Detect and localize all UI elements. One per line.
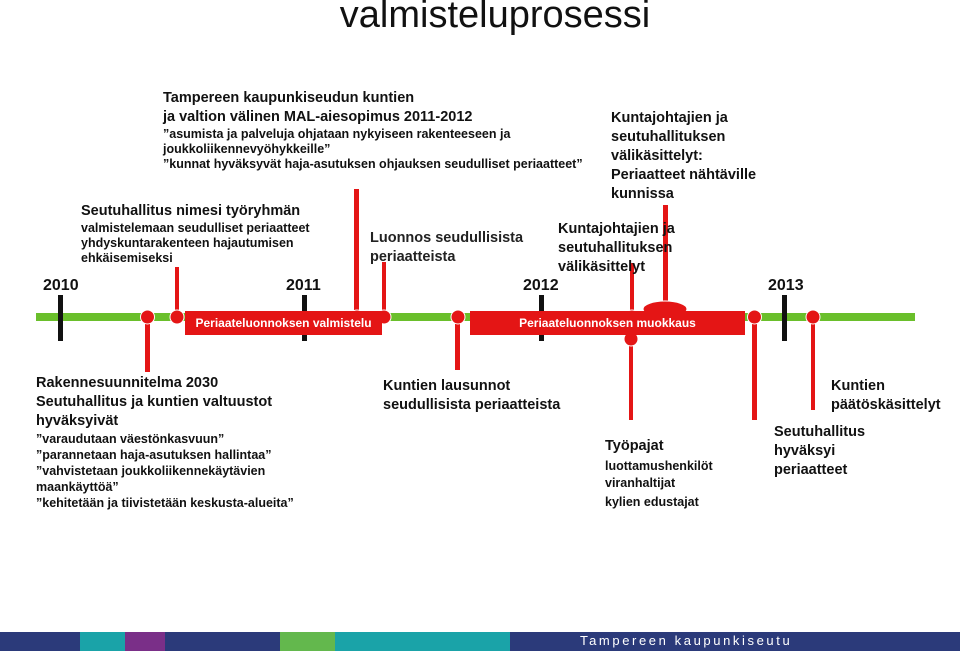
tyopajat-heading: Työpajat bbox=[605, 438, 664, 454]
kunta2-line-1: Kuntajohtajien ja bbox=[611, 110, 728, 126]
rakenne-line-5: ”kehitetään ja tiivistetään keskusta-alu… bbox=[36, 496, 294, 510]
rakenne-line-1: ”varaudutaan väestönkasvuun” bbox=[36, 432, 225, 446]
paatos-block: Kuntien päätöskäsittelyt bbox=[831, 377, 941, 415]
year-label-2013: 2013 bbox=[768, 277, 804, 294]
rakenne-line-3: ”vahvistetaan joukkoliikennekäytävien bbox=[36, 464, 266, 478]
stem-mal bbox=[354, 189, 359, 314]
stem-tyopajat bbox=[629, 340, 633, 420]
mal-heading-2: ja valtion välinen MAL-aiesopimus 2011-2… bbox=[163, 109, 473, 125]
rakenne-heading-1: Rakennesuunnitelma 2030 bbox=[36, 375, 219, 391]
mal-line-1: ”asumista ja palveluja ohjataan nykyisee… bbox=[163, 127, 511, 141]
year-label-2012: 2012 bbox=[523, 277, 559, 294]
kunta2-line-3: välikäsittelyt: bbox=[611, 148, 703, 164]
kunta1-line-3: välikäsittelyt bbox=[558, 259, 646, 275]
tyoryhma-block: Seutuhallitus nimesi työryhmän valmistel… bbox=[81, 202, 310, 266]
tyopajat-line-3: kylien edustajat bbox=[605, 495, 699, 509]
kunta1-line-1: Kuntajohtajien ja bbox=[558, 221, 675, 237]
footer-seg-teal-1 bbox=[80, 632, 125, 651]
stem-paatos bbox=[811, 320, 815, 410]
footer-seg-green bbox=[280, 632, 335, 651]
tyopajat-block: Työpajat luottamushenkilöt viranhaltijat… bbox=[605, 437, 713, 512]
kunta2-line-5: kunnissa bbox=[611, 186, 674, 202]
marker-9 bbox=[747, 309, 762, 325]
stem-kunta2 bbox=[663, 205, 668, 305]
rakenne-block: Rakennesuunnitelma 2030 Seutuhallitus ja… bbox=[36, 374, 294, 511]
luonnos-line-2: periaatteista bbox=[370, 249, 456, 265]
marker-5 bbox=[450, 309, 466, 325]
stem-hyvaksyi bbox=[752, 320, 757, 420]
tyoryhma-line-2: yhdyskuntarakenteen hajautumisen bbox=[81, 236, 294, 250]
rakenne-line-2: ”parannetaan haja-asutuksen hallintaa” bbox=[36, 448, 272, 462]
year-tick-2010 bbox=[58, 295, 63, 341]
stem-kunta1 bbox=[630, 263, 634, 314]
footer-seg-navy-1 bbox=[0, 632, 80, 651]
kunta2-block: Kuntajohtajien ja seutuhallituksen välik… bbox=[611, 109, 756, 204]
tyoryhma-line-1: valmistelemaan seudulliset periaatteet bbox=[81, 221, 310, 235]
footer-seg-navy-3 bbox=[510, 632, 960, 651]
stem-tyoryhma bbox=[175, 267, 179, 314]
mal-line-3: ”kunnat hyväksyvät haja-asutuksen ohjauk… bbox=[163, 157, 583, 171]
mal-block: Tampereen kaupunkiseudun kuntien ja valt… bbox=[163, 89, 583, 172]
paatos-line-2: päätöskäsittelyt bbox=[831, 397, 941, 413]
hyvaksyi-line-3: periaatteet bbox=[774, 462, 848, 478]
tyopajat-line-2: viranhaltijat bbox=[605, 476, 676, 490]
hyvaksyi-line-1: Seutuhallitus bbox=[774, 424, 866, 440]
paatos-line-1: Kuntien bbox=[831, 378, 885, 394]
luonnos-block: Luonnos seudullisista periaatteista bbox=[370, 229, 523, 267]
footer-label: Tampereen kaupunkiseutu bbox=[580, 633, 793, 648]
marker-1 bbox=[140, 309, 155, 325]
bar-muokkaus-label: Periaateluonnoksen muokkaus bbox=[519, 316, 696, 330]
hyvaksyi-line-2: hyväksyi bbox=[774, 443, 836, 459]
year-label-2011: 2011 bbox=[286, 277, 321, 294]
page-title: valmisteluprosessi bbox=[339, 0, 651, 36]
mal-heading-1: Tampereen kaupunkiseudun kuntien bbox=[163, 90, 415, 106]
lausunnot-block: Kuntien lausunnot seudullisista periaatt… bbox=[383, 377, 560, 415]
kunta2-line-2: seutuhallituksen bbox=[611, 129, 726, 145]
footer-seg-navy-2 bbox=[165, 632, 280, 651]
bar-valmistelu-label: Periaateluonnoksen valmistelu bbox=[195, 316, 372, 330]
hyvaksyi-block: Seutuhallitus hyväksyi periaatteet bbox=[774, 423, 865, 480]
stem-rakenne bbox=[145, 320, 150, 372]
tyopajat-line-1: luottamushenkilöt bbox=[605, 459, 713, 473]
bar-muokkaus: Periaateluonnoksen muokkaus bbox=[470, 311, 745, 335]
kunta1-block: Kuntajohtajien ja seutuhallituksen välik… bbox=[558, 220, 675, 277]
lausunnot-line-2: seudullisista periaatteista bbox=[383, 397, 561, 413]
year-tick-2013 bbox=[782, 295, 787, 341]
marker-2 bbox=[169, 309, 185, 325]
mal-line-2: joukkoliikennevyöhykkeille” bbox=[163, 142, 331, 156]
rakenne-heading-3: hyväksyivät bbox=[36, 413, 119, 429]
stem-luonnos bbox=[382, 262, 386, 314]
footer-seg-teal-2 bbox=[335, 632, 510, 651]
kunta1-line-2: seutuhallituksen bbox=[558, 240, 673, 256]
rakenne-heading-2: Seutuhallitus ja kuntien valtuustot bbox=[36, 394, 273, 410]
stem-lausunnot bbox=[455, 320, 460, 370]
tyoryhma-heading: Seutuhallitus nimesi työryhmän bbox=[81, 203, 301, 219]
kunta2-line-4: Periaatteet nähtäville bbox=[611, 167, 757, 183]
year-label-2010: 2010 bbox=[43, 277, 79, 294]
bar-valmistelu: Periaateluonnoksen valmistelu bbox=[185, 311, 382, 335]
tyoryhma-line-3: ehkäisemiseksi bbox=[81, 251, 173, 265]
rakenne-line-4: maankäyttöä” bbox=[36, 480, 119, 494]
footer-band: Tampereen kaupunkiseutu bbox=[0, 632, 960, 651]
luonnos-line-1: Luonnos seudullisista bbox=[370, 230, 524, 246]
lausunnot-line-1: Kuntien lausunnot bbox=[383, 378, 511, 394]
marker-10 bbox=[805, 309, 821, 325]
footer-seg-purple-1 bbox=[125, 632, 165, 651]
